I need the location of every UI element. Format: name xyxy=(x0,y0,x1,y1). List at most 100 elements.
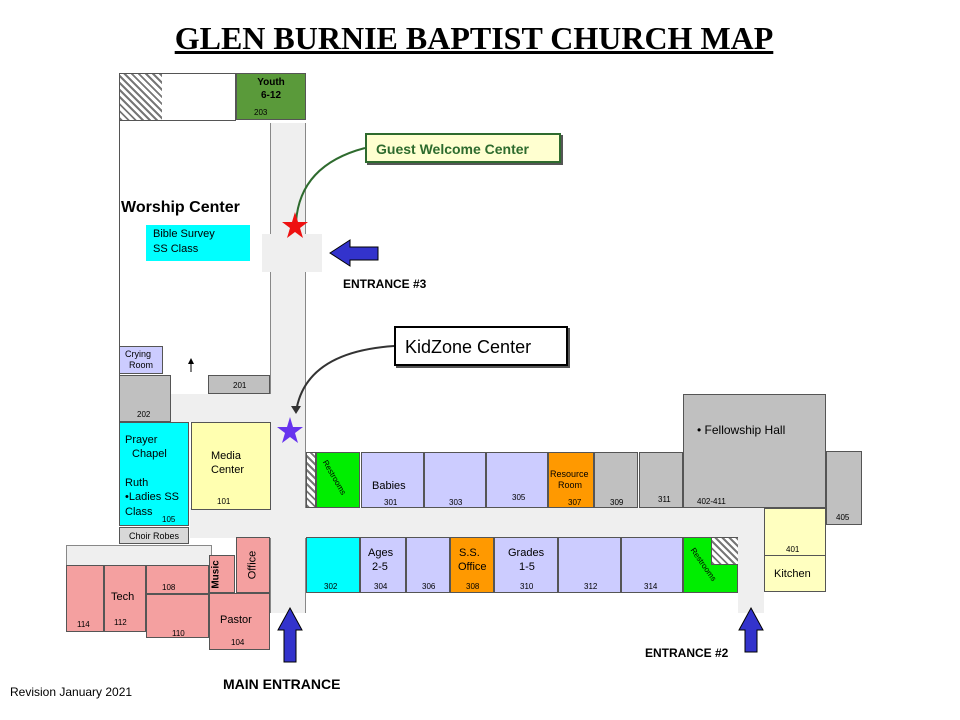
kidzone-label: KidZone Center xyxy=(405,337,532,357)
fellowship-hall: • Fellowship Hall 402-411 xyxy=(683,394,826,508)
revision-note: Revision January 2021 xyxy=(10,685,133,699)
ss-office-line2: Office xyxy=(458,561,487,573)
room-405: 405 xyxy=(826,451,862,525)
resource-room: Resource Room 307 xyxy=(548,452,594,508)
room-309-number: 309 xyxy=(610,498,624,507)
room-114: 114 xyxy=(66,565,104,632)
crying-room-line1: Crying xyxy=(125,349,152,359)
stairs-hatch xyxy=(120,74,162,120)
kidzone-callout: KidZone Center xyxy=(394,326,568,366)
stair-up-arrowhead xyxy=(188,358,194,364)
tech-room: Tech 112 xyxy=(104,565,146,632)
main-entrance-label: MAIN ENTRANCE xyxy=(223,676,341,692)
entrance3-label: ENTRANCE #3 xyxy=(343,277,427,291)
media-line2: Center xyxy=(211,464,245,476)
room-114-number: 114 xyxy=(77,620,90,629)
fellowship-label: • Fellowship Hall xyxy=(697,423,786,437)
room-110-number: 110 xyxy=(172,629,185,638)
room-305: 305 xyxy=(486,452,548,508)
babies-label: Babies xyxy=(372,480,406,492)
grades-room: Grades 1-5 310 xyxy=(494,537,558,593)
tech-room-number: 112 xyxy=(114,618,127,627)
worship-center-outline xyxy=(119,120,269,375)
music-room: Music xyxy=(209,555,235,593)
prayer-line3: Ruth xyxy=(125,477,149,489)
guest-welcome-star xyxy=(282,212,308,238)
youth-grade-label: 6-12 xyxy=(260,90,281,101)
room-108-number: 108 xyxy=(162,583,176,592)
restrooms-south-hatch xyxy=(711,538,738,565)
bible-survey-line1: Bible Survey xyxy=(153,228,215,240)
kidzone-star xyxy=(277,417,303,443)
room-311: 311 xyxy=(639,452,683,508)
grades-line1: Grades xyxy=(508,547,545,559)
babies-room: Babies 301 xyxy=(361,452,424,508)
ss-office: S.S. Office 308 xyxy=(450,537,494,593)
tech-label: Tech xyxy=(111,591,135,603)
office-room: Office xyxy=(236,537,270,593)
resource-room-number: 307 xyxy=(568,498,582,507)
ages-room: Ages 2-5 304 xyxy=(360,537,406,593)
bible-survey-class: Bible Survey SS Class xyxy=(146,225,250,261)
prayer-room-number: 105 xyxy=(162,515,176,524)
room-306-number: 306 xyxy=(422,582,436,591)
media-room-number: 101 xyxy=(217,497,231,506)
grades-room-number: 310 xyxy=(520,582,534,591)
hatch-north xyxy=(306,452,316,508)
room-405-number: 405 xyxy=(836,513,850,522)
room-314-number: 314 xyxy=(644,582,658,591)
room-305-number: 305 xyxy=(512,493,526,502)
room-201: 201 xyxy=(208,375,270,394)
room-312: 312 xyxy=(558,537,621,593)
entrance2-hall xyxy=(738,508,764,613)
youth-room-number: 203 xyxy=(254,108,268,117)
prayer-line5: Class xyxy=(125,506,153,518)
room-202: 202 xyxy=(119,375,171,422)
kidzone-leader-line xyxy=(295,345,395,413)
prayer-line4: •Ladies SS xyxy=(125,491,179,503)
youth-label: Youth xyxy=(257,77,285,88)
ages-line1: Ages xyxy=(368,547,394,559)
room-201-number: 201 xyxy=(233,381,247,390)
choir-robes: Choir Robes xyxy=(119,527,189,544)
room-108: 108 xyxy=(146,565,209,594)
entrance2-arrow xyxy=(738,606,764,653)
upper-hallway xyxy=(170,394,300,422)
crying-room: Crying Room xyxy=(119,346,163,374)
pastor-label: Pastor xyxy=(220,614,252,626)
fellowship-room-number: 402-411 xyxy=(697,497,726,506)
room-306: 306 xyxy=(406,537,450,593)
ss-office-room-number: 308 xyxy=(466,582,480,591)
top-wall xyxy=(119,73,236,121)
entrance2-label: ENTRANCE #2 xyxy=(645,646,729,660)
worship-center-label: Worship Center xyxy=(121,199,240,216)
entrance3-arrow xyxy=(329,239,379,267)
restrooms-north: Restrooms xyxy=(316,452,360,508)
kidzone-leader-arrowhead xyxy=(291,406,301,414)
pastor-office: Pastor 104 xyxy=(209,593,270,650)
room-303-number: 303 xyxy=(449,498,463,507)
guest-welcome-leader-line xyxy=(295,147,366,223)
pastor-room-number: 104 xyxy=(231,638,245,647)
grades-line2: 1-5 xyxy=(519,561,535,573)
resource-line1: Resource xyxy=(550,469,589,479)
media-center: Media Center 101 xyxy=(191,422,271,510)
room-312-number: 312 xyxy=(584,582,598,591)
room-110: 110 xyxy=(146,594,209,638)
main-entrance-arrow xyxy=(277,606,303,663)
kitchen: 401 Kitchen xyxy=(764,508,826,592)
ss-office-line1: S.S. xyxy=(459,547,480,559)
room-302: 302 xyxy=(306,537,360,593)
ages-line2: 2-5 xyxy=(372,561,388,573)
babies-room-number: 301 xyxy=(384,498,398,507)
youth-room: Youth 6-12 203 xyxy=(236,73,306,120)
crying-room-line2: Room xyxy=(129,360,154,370)
prayer-line2: Chapel xyxy=(132,448,167,460)
room-202-number: 202 xyxy=(137,410,151,419)
media-line1: Media xyxy=(211,450,241,462)
main-hallway-horizontal xyxy=(190,508,765,538)
prayer-chapel: Prayer Chapel Ruth •Ladies SS Class 105 xyxy=(119,422,189,526)
ages-room-number: 304 xyxy=(374,582,388,591)
guest-welcome-callout: Guest Welcome Center xyxy=(365,133,561,163)
